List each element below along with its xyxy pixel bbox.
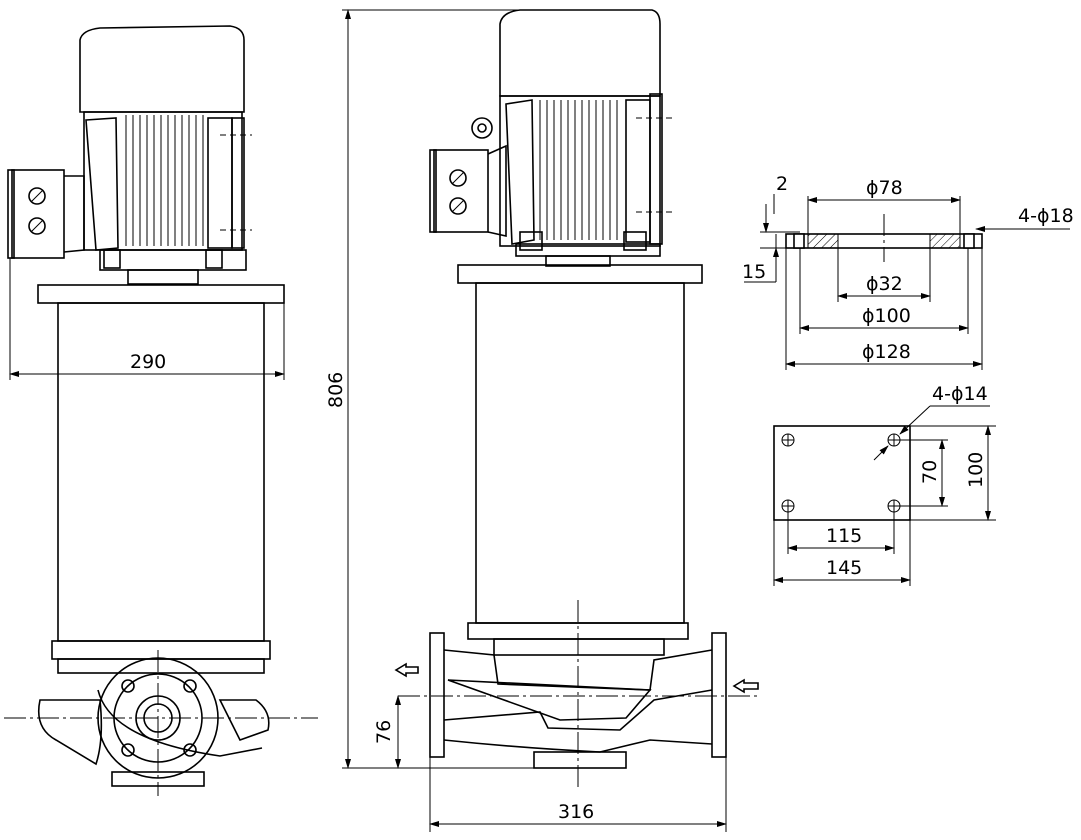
dim-d78: ϕ78 <box>866 177 903 199</box>
dim-base-holes: 4-ϕ14 <box>932 383 988 405</box>
dim-806: 806 <box>325 372 347 408</box>
dimension-port-length: 316 <box>429 757 727 832</box>
dimension-inlet-height: 76 <box>373 695 401 769</box>
flange-detail: 2 15 ϕ78 4-ϕ18 ϕ32 ϕ100 ϕ128 <box>742 173 1074 370</box>
dim-d128: ϕ128 <box>862 341 911 363</box>
dim-70: 70 <box>919 460 941 484</box>
dim-76: 76 <box>373 720 395 744</box>
dim-d32: ϕ32 <box>866 273 903 295</box>
front-view <box>394 9 760 790</box>
dim-115: 115 <box>826 525 862 547</box>
dimension-width-side: 290 <box>9 258 285 380</box>
side-view <box>4 25 318 796</box>
dim-316: 316 <box>558 801 594 823</box>
base-plate-detail: 4-ϕ14 70 100 115 145 <box>773 383 996 586</box>
dim-d100: ϕ100 <box>862 305 911 327</box>
dim-145: 145 <box>826 557 862 579</box>
dim-15: 15 <box>742 261 766 283</box>
dim-flange-holes: 4-ϕ18 <box>1018 205 1074 227</box>
dim-290: 290 <box>130 351 166 373</box>
dim-100: 100 <box>965 452 987 488</box>
dim-2: 2 <box>776 173 788 195</box>
dimension-height-total: 806 <box>325 9 534 769</box>
